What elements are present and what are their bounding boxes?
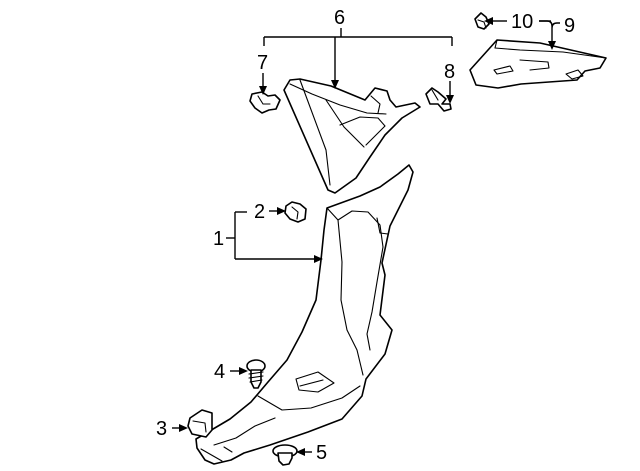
callout-1: 1 [213,228,224,250]
callout-4: 4 [214,361,225,383]
push-retainer-5 [272,444,298,466]
callout-7: 7 [257,52,268,74]
retainer-clip-2 [284,201,307,223]
retainer-clip-3 [187,409,213,438]
retainer-clip-7 [249,91,281,114]
callout-labels: 6 7 8 10 9 2 1 4 3 5 [156,7,575,464]
callout-3: 3 [156,418,167,440]
lower-pillar-trim-panel [195,164,414,465]
quarter-trim-panel [469,39,607,89]
callout-10: 10 [511,11,533,33]
callout-2: 2 [254,201,265,223]
leader-lines [172,17,556,456]
callout-8: 8 [444,61,455,83]
push-retainer-8 [425,87,452,112]
retainer-clip-10 [474,12,490,30]
callout-5: 5 [316,442,327,464]
screw-4 [246,359,266,389]
callout-9: 9 [564,15,575,37]
upper-pillar-trim-panel [283,78,421,194]
callout-9-bracket [539,20,560,29]
callout-6: 6 [334,7,345,29]
